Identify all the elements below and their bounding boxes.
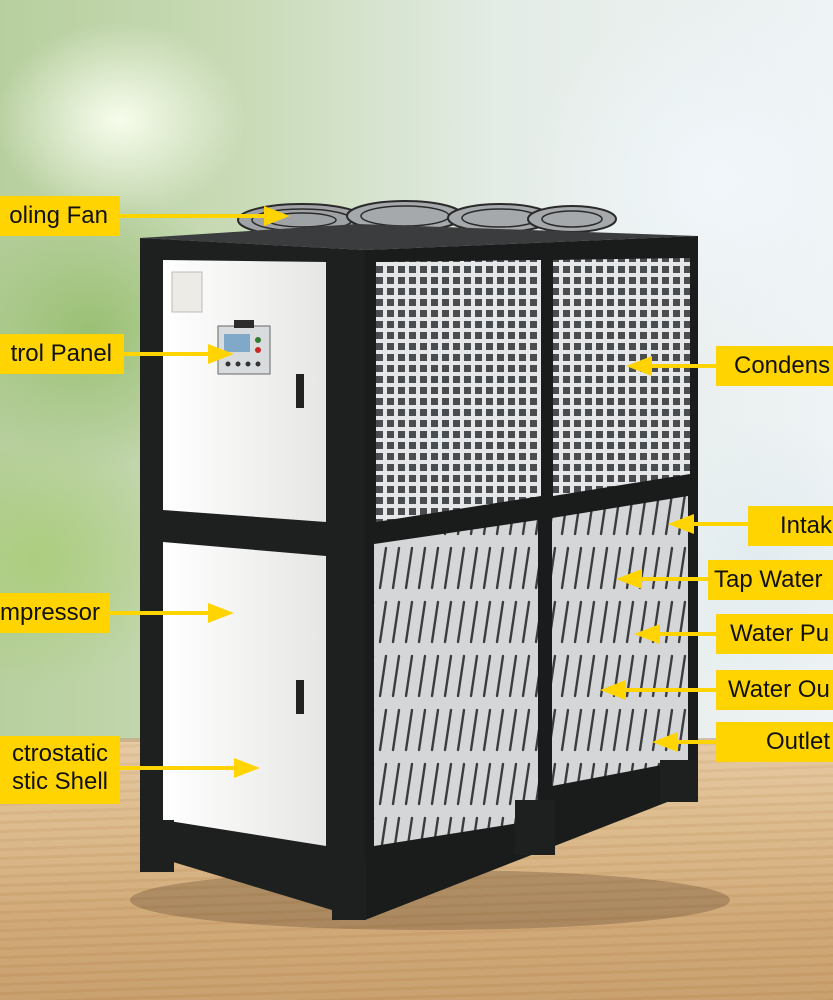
lower-door-handle	[296, 680, 304, 714]
leg	[660, 760, 698, 802]
spec-sticker	[171, 271, 203, 313]
control-panel-display	[217, 320, 271, 375]
control-panel-door	[163, 260, 326, 522]
callout-shell-line1: ctrostatic	[11, 740, 108, 767]
callout-shell-line2: stic Shell	[11, 768, 108, 795]
callout-intake: Intak	[748, 506, 833, 546]
callout-outlet: Outlet	[716, 722, 833, 762]
callout-compressor: mpressor	[0, 593, 110, 633]
lower-vent-panel-right	[552, 496, 688, 786]
callout-tap-water: Tap Water	[708, 560, 833, 600]
leg	[332, 860, 366, 920]
condenser-grille-left	[376, 260, 541, 522]
condenser-grille-right	[553, 258, 690, 496]
callout-electrostatic-shell: ctrostatic stic Shell	[0, 736, 120, 804]
callout-water-pump: Water Pu	[716, 614, 833, 654]
callout-water-outlet: Water Ou	[716, 670, 833, 710]
leg	[140, 820, 174, 872]
leg	[515, 800, 555, 855]
upper-door-handle	[296, 374, 304, 408]
callout-cooling-fan: oling Fan	[0, 196, 120, 236]
lower-vent-panel-left	[374, 520, 538, 846]
top-surface	[140, 224, 698, 250]
callout-arrows	[110, 206, 748, 778]
callout-control-panel: trol Panel	[0, 334, 124, 374]
callout-condenser: Condens	[716, 346, 833, 386]
